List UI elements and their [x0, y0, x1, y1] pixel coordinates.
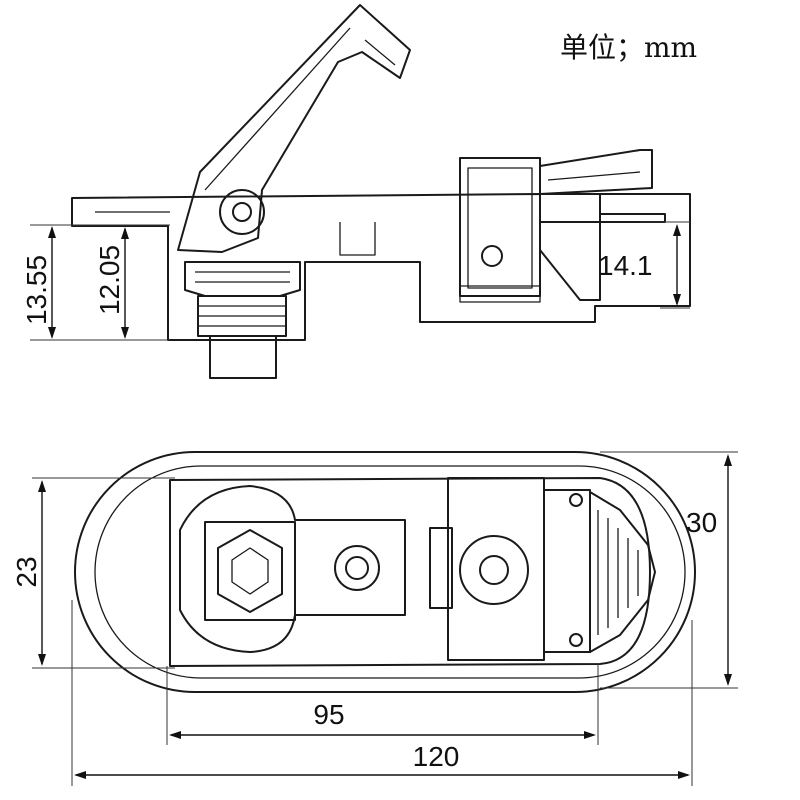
dimension-height-body: 12.05 [94, 227, 129, 339]
side-cam [184, 261, 301, 297]
side-tongue-inner [547, 171, 641, 181]
top-rivet-inner [345, 556, 369, 580]
dim-label-length-overall: 120 [413, 741, 460, 772]
dimension-latch-height: 14.1 [598, 221, 690, 309]
top-latch-block [447, 477, 545, 661]
dimension-length-overall: 120 [71, 600, 693, 786]
side-latch-inner [467, 167, 533, 289]
top-screw-bottom [569, 633, 583, 647]
top-tongue-frame [543, 489, 591, 653]
dim-label-height-overall: 13.55 [21, 255, 52, 325]
side-latch-spring [539, 193, 601, 301]
dim-label-width-outer: 30 [686, 507, 717, 538]
top-latch-knob [459, 535, 529, 605]
dimension-length-inner: 95 [166, 664, 599, 745]
side-lever-inner [204, 27, 396, 191]
top-inner-recess [169, 477, 651, 667]
side-latch-hole [481, 245, 503, 267]
side-latch-body [459, 157, 541, 297]
top-tongue-ribs [597, 510, 639, 635]
unit-label: 单位；mm [560, 31, 697, 64]
side-lever-handle [177, 4, 411, 253]
dim-label-height-body: 12.05 [94, 245, 125, 315]
top-outer-rim [94, 465, 686, 679]
top-view [74, 451, 696, 693]
side-cam-coils [195, 271, 290, 283]
dimension-width-outer: 30 [600, 451, 738, 689]
top-hex-inner [231, 547, 269, 595]
top-latch-guide [429, 527, 453, 609]
top-cam-plate [179, 485, 406, 653]
dim-label-latch-height: 14.1 [598, 250, 653, 281]
top-outer-body [74, 451, 696, 693]
top-screw-top [569, 493, 583, 507]
side-shaft [209, 335, 277, 379]
side-cam-threads [198, 305, 286, 327]
top-hex-nut [217, 529, 283, 613]
top-tongue-spring [589, 491, 656, 653]
side-pivot-hole [232, 202, 252, 222]
top-latch-knob-hole [479, 555, 509, 585]
side-pivot-ring [219, 189, 265, 235]
dim-label-width-inner: 23 [11, 556, 42, 587]
side-latch-foot [459, 285, 541, 303]
top-rivet-outer [334, 545, 380, 591]
dim-label-length-inner: 95 [313, 699, 344, 730]
dimension-height-overall: 13.55 [21, 224, 170, 341]
dimension-width-inner: 23 [11, 477, 175, 669]
side-base-inner [95, 211, 376, 256]
top-cam-square [204, 521, 296, 621]
side-latch-tongue [539, 149, 653, 195]
